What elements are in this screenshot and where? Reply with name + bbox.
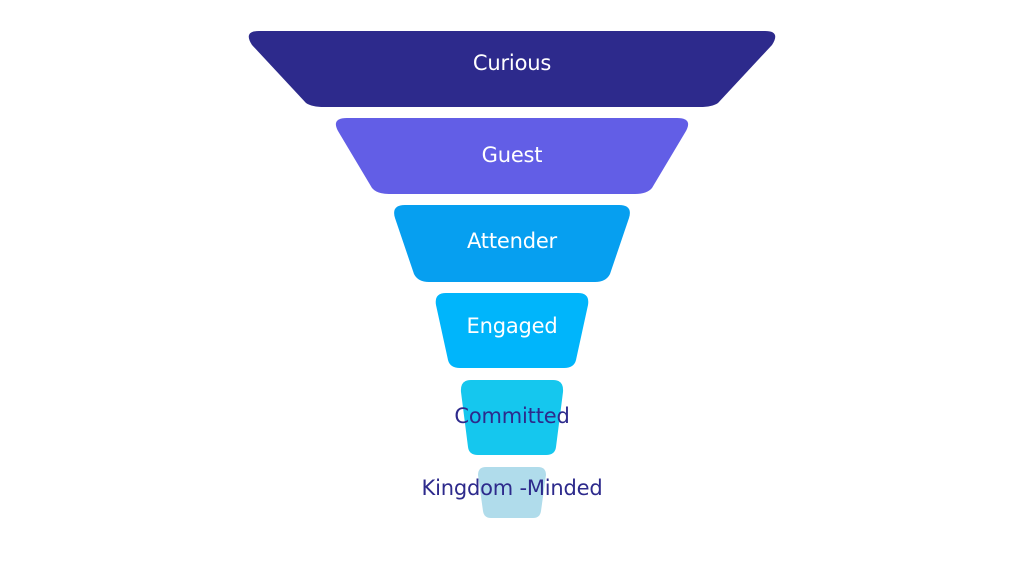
funnel-stage-engaged [435, 293, 589, 368]
funnel-stage-guest [335, 118, 689, 194]
stage-label-committed: Committed [454, 404, 570, 428]
stage-label-attender: Attender [467, 229, 557, 253]
stage-label-kingdom-minded: Kingdom -Minded [421, 476, 603, 500]
stage-label-guest: Guest [481, 143, 543, 167]
funnel-stage-committed [460, 380, 564, 455]
funnel-stage-kingdom-minded [478, 467, 546, 518]
funnel-stage-attender [394, 205, 630, 282]
stage-label-curious: Curious [472, 51, 552, 75]
stage-label-engaged: Engaged [466, 314, 558, 338]
funnel-stage-curious [248, 31, 776, 107]
